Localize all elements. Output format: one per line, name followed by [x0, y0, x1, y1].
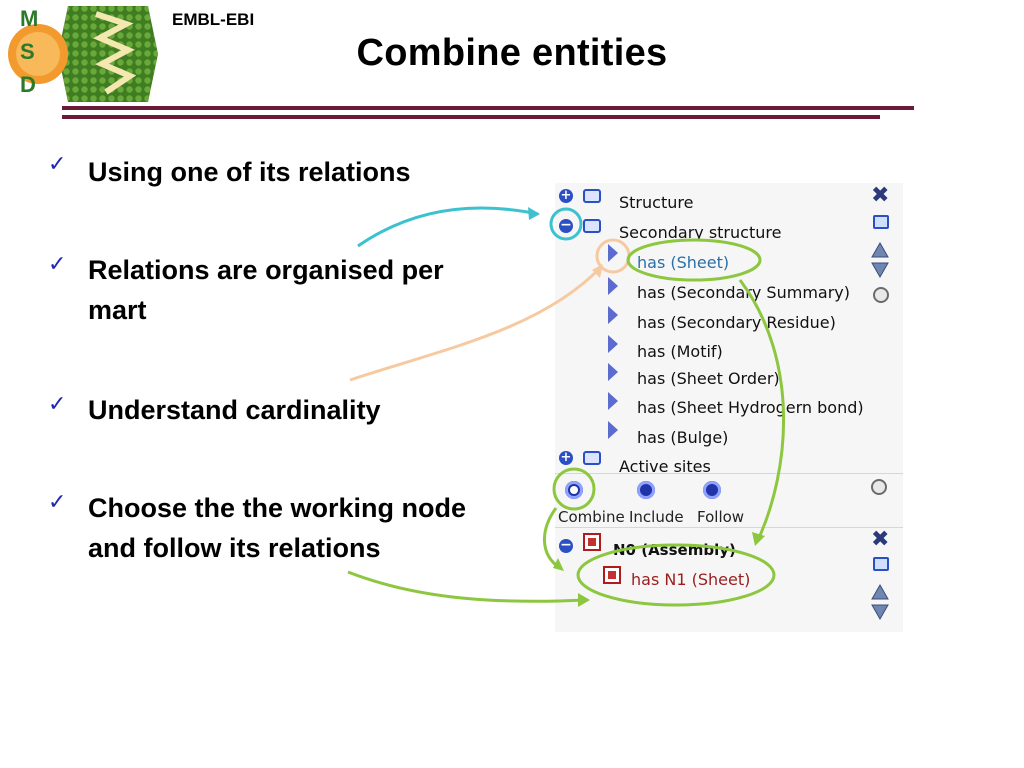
- close-icon[interactable]: ✖: [871, 527, 890, 552]
- bullet-text: Understand cardinality: [88, 395, 381, 425]
- relation-arrow-icon[interactable]: [608, 363, 618, 381]
- settings-icon[interactable]: [873, 287, 889, 303]
- teal-arrow: [357, 206, 539, 248]
- relation-arrow-icon[interactable]: [608, 421, 618, 439]
- relation-item[interactable]: has (Motif): [637, 342, 723, 361]
- tree-item-secondary-structure[interactable]: Secondary structure: [619, 223, 782, 242]
- relation-arrow-icon[interactable]: [608, 392, 618, 410]
- move-up-down-icon[interactable]: [871, 241, 889, 279]
- collapse-minus-icon[interactable]: −: [559, 537, 573, 553]
- combine-label: Combine: [558, 508, 625, 526]
- msd-logo: M S D: [8, 4, 158, 106]
- move-up-down-icon[interactable]: [871, 583, 889, 621]
- follow-radio[interactable]: [703, 481, 721, 499]
- follow-label: Follow: [697, 508, 745, 526]
- bullet-text: Using one of its relations: [88, 157, 411, 187]
- teal-arrowhead: [528, 207, 540, 220]
- bullet-text: Relations are organised per mart: [88, 255, 444, 325]
- panel-divider: [555, 527, 903, 528]
- logo-letter-s: S: [20, 39, 35, 64]
- checkmark-icon: ✓: [48, 152, 67, 177]
- org-name: EMBL-EBI: [172, 10, 255, 29]
- panel-divider: [555, 473, 903, 474]
- tree-item-active-sites[interactable]: Active sites: [619, 457, 711, 476]
- relation-arrow-icon[interactable]: [608, 306, 618, 324]
- slide-title: Combine entities: [356, 32, 668, 74]
- checkmark-icon: ✓: [48, 490, 67, 515]
- tree-item-structure[interactable]: Structure: [619, 193, 694, 212]
- relation-item[interactable]: has (Secondary Summary): [637, 283, 850, 302]
- green-arrow-bullet4: [347, 570, 587, 603]
- include-label: Include: [629, 508, 684, 526]
- include-radio[interactable]: [637, 481, 655, 499]
- help-icon[interactable]: [871, 479, 887, 495]
- close-icon[interactable]: ✖: [871, 183, 890, 208]
- checkmark-icon: ✓: [48, 392, 67, 417]
- relation-item[interactable]: has (Sheet): [637, 253, 730, 272]
- combine-radio[interactable]: [565, 481, 583, 499]
- checkmark-icon: ✓: [48, 252, 67, 277]
- relation-arrow-icon[interactable]: [608, 335, 618, 353]
- logo-letter-m: M: [20, 6, 38, 31]
- relation-item[interactable]: has (Sheet Hydrogern bond): [637, 398, 864, 417]
- list-icon[interactable]: [873, 215, 889, 229]
- node-title[interactable]: N0 (Assembly): [613, 541, 736, 559]
- collapse-minus-icon[interactable]: −: [559, 217, 573, 233]
- node-icon: [603, 566, 621, 584]
- expand-plus-icon[interactable]: +: [559, 188, 573, 203]
- relation-item[interactable]: has (Bulge): [637, 428, 729, 447]
- bullet-text: Choose the the working node and follow i…: [88, 493, 467, 563]
- database-icon: [583, 219, 601, 233]
- node-relation[interactable]: has N1 (Sheet): [631, 570, 751, 589]
- title-rule-top: [62, 106, 914, 110]
- relation-item[interactable]: has (Sheet Order): [637, 369, 780, 388]
- logo-letter-d: D: [20, 72, 36, 97]
- database-icon: [583, 189, 601, 203]
- list-icon[interactable]: [873, 557, 889, 571]
- relation-item[interactable]: has (Secondary Residue): [637, 313, 836, 332]
- title-rule-bottom: [62, 115, 880, 119]
- relation-arrow-icon[interactable]: [608, 244, 618, 262]
- expand-plus-icon[interactable]: +: [559, 450, 573, 465]
- relation-arrow-icon[interactable]: [608, 277, 618, 295]
- node-icon: [583, 533, 601, 551]
- database-icon: [583, 451, 601, 465]
- query-builder-panel: + Structure ✖ − Secondary structure has …: [555, 183, 903, 632]
